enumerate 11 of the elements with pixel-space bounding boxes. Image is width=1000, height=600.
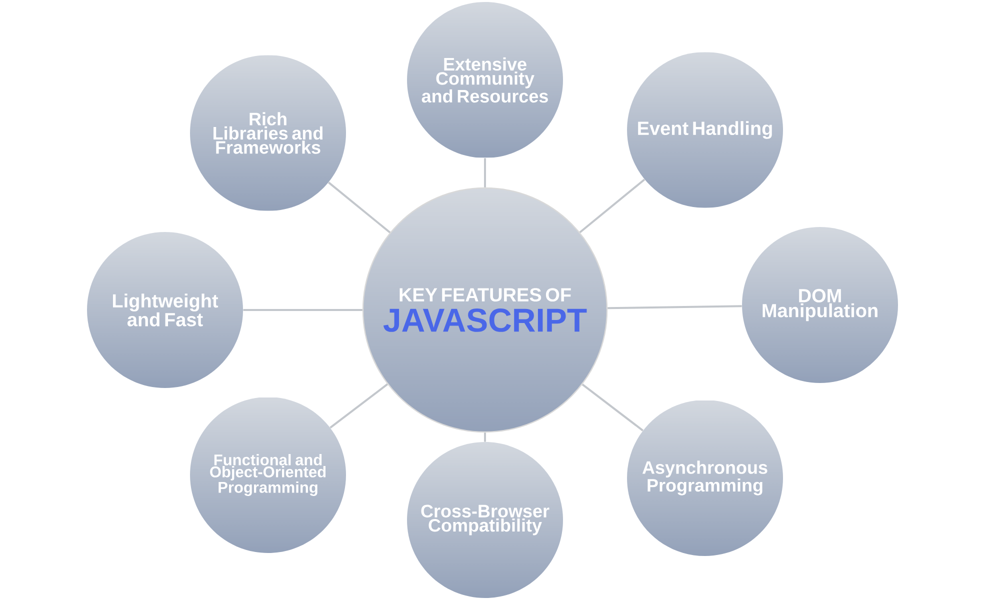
hub-circle (362, 187, 608, 433)
connector-line (608, 305, 742, 310)
connector-line (328, 182, 391, 234)
connector-line (484, 158, 486, 188)
connector-line (579, 178, 646, 234)
connector-line (484, 432, 486, 442)
connector-line (330, 383, 388, 428)
connector-line (243, 309, 362, 311)
node-label: KEY FEATURES OF (400, 288, 571, 302)
node-label: JAVASCRIPT (383, 308, 587, 332)
connector-line (582, 384, 644, 432)
